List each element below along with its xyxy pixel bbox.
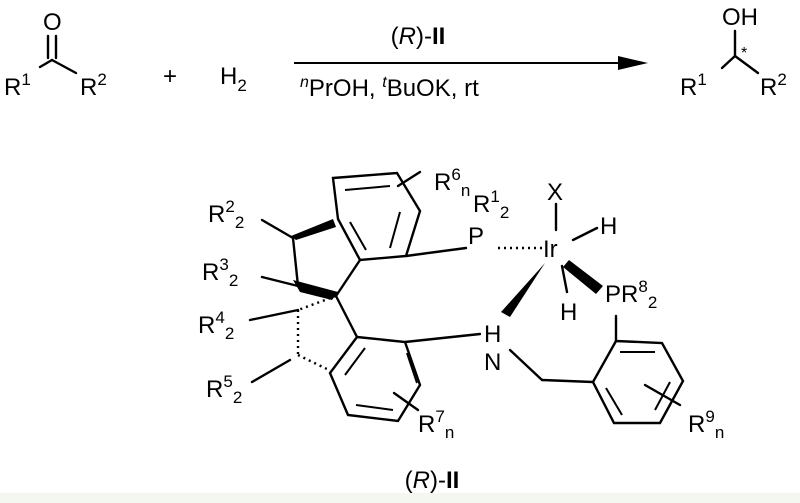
phosphorus-left-label: P	[468, 223, 484, 250]
phosphine-pr8-label: PR82	[605, 277, 657, 312]
stereocenter-star: *	[741, 45, 747, 62]
plus-sign: +	[163, 63, 177, 90]
catalyst-reagent-label: (R)-II	[391, 23, 446, 50]
r2-substituent-label: R22	[208, 197, 244, 232]
reaction-arrow: (R)-II nPrOH, tBuOK, rt	[294, 23, 648, 102]
ketone-oxygen-label: O	[43, 9, 62, 36]
ketone-r2-label: R2	[80, 70, 107, 101]
r5-substituent-label: R52	[206, 372, 242, 407]
bottom-band	[0, 493, 800, 503]
product-r2-label: R2	[760, 70, 787, 101]
iridium-label: Ir	[543, 236, 558, 263]
hydride-bottom-label: H	[560, 299, 577, 326]
product-oh-label: OH	[722, 4, 758, 31]
product-r1-label: R1	[680, 70, 707, 101]
reactant-ketone: O R1 R2	[4, 9, 107, 101]
phosphine-r1-label: R12	[473, 187, 509, 222]
r3-substituent-label: R32	[202, 255, 238, 290]
r6-substituent-label: R6n	[434, 165, 470, 200]
hydride-top-label: H	[600, 213, 617, 240]
x-ligand-label: X	[547, 179, 563, 206]
amine-h-label: H	[484, 321, 501, 348]
conditions-label: nPrOH, tBuOK, rt	[300, 74, 479, 102]
hydrogen-gas-label: H2	[220, 63, 247, 95]
catalyst-caption: (R)-II	[405, 467, 460, 494]
r7-substituent-label: R7n	[418, 407, 454, 442]
catalyst-structure: P R12 Ir X H H PR82 H N R6n R22 R32 R42 …	[198, 165, 724, 494]
ketone-r1-label: R1	[4, 70, 31, 101]
product-alcohol: OH * R1 R2	[680, 4, 787, 101]
amine-n-label: N	[484, 349, 501, 376]
r4-substituent-label: R42	[198, 308, 234, 343]
r9-substituent-label: R9n	[688, 407, 724, 442]
